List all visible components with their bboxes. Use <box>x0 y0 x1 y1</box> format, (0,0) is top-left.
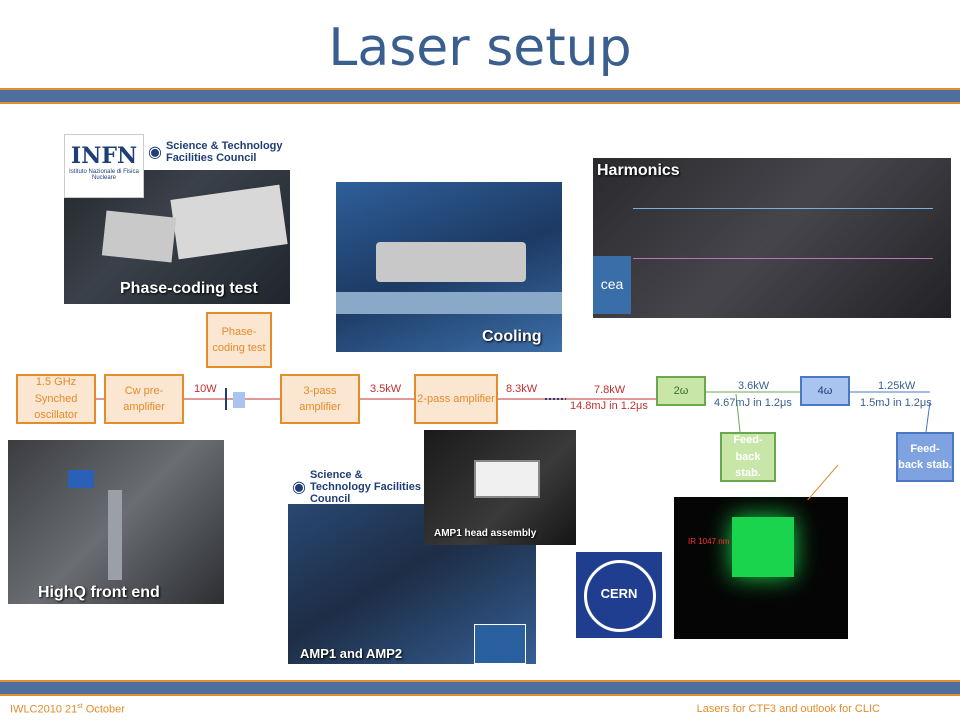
phase-coding-caption: Phase-coding test <box>120 280 258 297</box>
cern-ring-icon <box>584 560 656 632</box>
power-3-5kw: 3.5kW <box>370 383 402 395</box>
cern-logo: CERN <box>576 552 662 638</box>
power-10w: 10W <box>194 383 217 395</box>
top-divider <box>0 88 960 104</box>
harmonics-photo: cea Harmonics <box>593 158 951 318</box>
paper-sheet <box>101 210 177 263</box>
cooling-caption: Cooling <box>482 328 542 345</box>
highq-photo: HighQ front end <box>8 440 224 604</box>
feedback-box-blue: Feed-back stab. <box>896 432 954 482</box>
beam-line <box>633 258 933 259</box>
cooling-photo: Cooling <box>336 182 562 352</box>
ipp-logo <box>474 624 526 664</box>
energy-1-5mj: 1.5mJ in 1.2μs <box>860 397 932 409</box>
beam-line <box>633 208 933 209</box>
cea-logo: cea <box>593 256 631 314</box>
footer-left: IWLC2010 21st October <box>10 703 125 716</box>
phase-coding-photo: INFN Istituto Nazionale di Fisica Nuclea… <box>64 134 290 304</box>
highq-caption: HighQ front end <box>38 584 160 601</box>
feedback-box-green: Feed-back stab. <box>720 432 776 482</box>
energy-14-8mj: 14.8mJ in 1.2μs <box>570 400 648 412</box>
slide-title: Laser setup <box>328 18 632 78</box>
optic-mount <box>68 470 94 488</box>
phase-coding-box: Phase-coding test <box>206 312 272 368</box>
green-crystal-photo: IR 1047 nm <box>674 497 848 639</box>
two-pass-amp-box: 2-pass amplifier <box>414 374 498 424</box>
stfc-emblem-icon: ◉ <box>148 144 162 161</box>
fourth-harmonic-box: 4ω <box>800 376 850 406</box>
stfc-logo: ◉ Science & Technology Facilities Counci… <box>144 134 290 170</box>
pipe <box>336 292 562 314</box>
second-harmonic-box: 2ω <box>656 376 706 406</box>
power-8-3kw: 8.3kW <box>506 383 538 395</box>
power-7-8kw: 7.8kW <box>594 384 626 396</box>
bottom-divider <box>0 680 960 696</box>
harmonics-caption: Harmonics <box>597 162 680 179</box>
three-pass-amp-box: 3-pass amplifier <box>280 374 360 424</box>
post <box>108 490 122 580</box>
amp1-head-photo: AMP1 head assembly <box>424 430 576 545</box>
energy-4-67mj: 4.67mJ in 1.2μs <box>714 397 792 409</box>
paper-sheet <box>170 184 288 260</box>
amp1-head-caption: AMP1 head assembly <box>434 528 537 539</box>
infn-logo: INFN Istituto Nazionale di Fisica Nuclea… <box>64 134 144 198</box>
footer-right: Lasers for CTF3 and outlook for CLIC <box>696 703 880 715</box>
green-crystal <box>732 517 794 577</box>
cw-preamp-box: Cw pre-amplifier <box>104 374 184 424</box>
ir-label: IR 1047 nm <box>688 537 730 546</box>
power-1-25kw: 1.25kW <box>878 380 916 392</box>
amp1-amp2-caption: AMP1 and AMP2 <box>300 646 403 661</box>
stfc-logo: ◉ Science & Technology Facilities Counci… <box>288 470 426 505</box>
oscillator-box: 1.5 GHz Synched oscillator <box>16 374 96 424</box>
manifold <box>376 242 526 282</box>
amplifier-head <box>474 460 540 498</box>
stfc-emblem-icon: ◉ <box>292 479 306 496</box>
power-3-6kw: 3.6kW <box>738 380 770 392</box>
